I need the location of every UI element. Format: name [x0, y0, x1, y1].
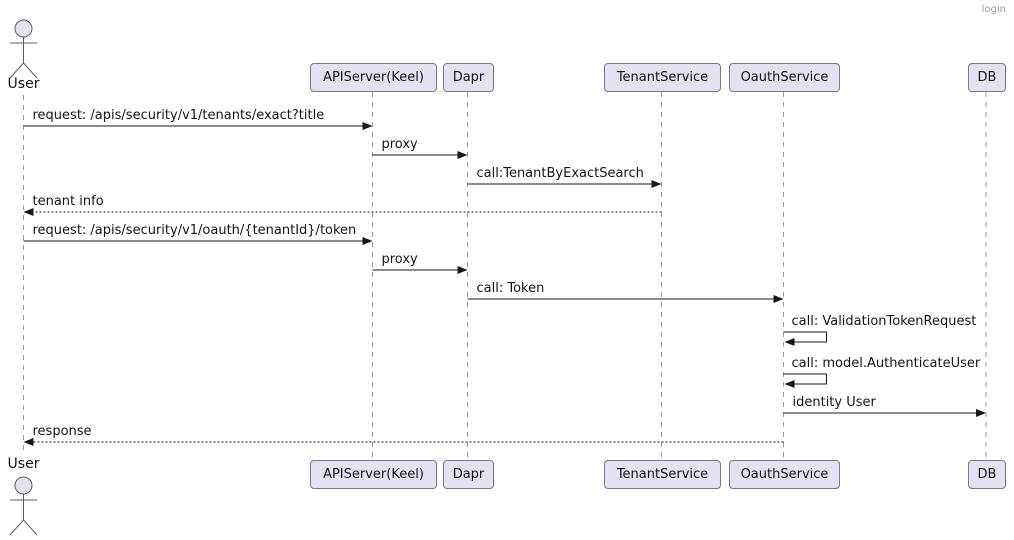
- actor-head-icon: [14, 19, 33, 38]
- message-label: request: /apis/security/v1/oauth/{tenant…: [32, 223, 357, 238]
- arrowhead-icon: [457, 266, 468, 274]
- message-label: proxy: [381, 137, 418, 152]
- arrowhead-icon: [976, 409, 986, 417]
- participant-box-bottom-oauthservice: OauthService: [729, 460, 840, 489]
- diagram-title: login: [981, 4, 1006, 15]
- participant-box-top-dapr: Dapr: [443, 63, 494, 92]
- message-label: call: model.AuthenticateUser: [791, 356, 981, 371]
- participant-box-top-tenantservice: TenantService: [604, 63, 721, 92]
- actor-leg-icon: [9, 519, 24, 536]
- message-label: request: /apis/security/v1/tenants/exact…: [32, 108, 325, 123]
- arrowhead-icon: [651, 180, 662, 188]
- self-message-loop: [783, 331, 827, 343]
- arrowhead-icon: [23, 208, 34, 216]
- participant-box-top-oauthservice: OauthService: [729, 63, 840, 92]
- message-label: call:TenantByExactSearch: [476, 166, 644, 181]
- participant-box-bottom-apiserver: APIServer(Keel): [310, 460, 437, 489]
- actor-head-icon: [14, 476, 33, 495]
- arrowhead-icon: [773, 295, 784, 303]
- arrowhead-icon: [362, 237, 373, 245]
- arrowhead-icon: [457, 151, 468, 159]
- message-label: proxy: [381, 252, 418, 267]
- actor-leg-icon: [23, 519, 38, 536]
- participant-box-bottom-db: DB: [968, 460, 1006, 489]
- participant-box-bottom-dapr: Dapr: [443, 460, 494, 489]
- actor-leg-icon: [9, 62, 24, 79]
- message-label: call: Token: [476, 281, 545, 296]
- actor-label-top-user: User: [7, 76, 40, 92]
- message-label: call: ValidationTokenRequest: [791, 314, 977, 329]
- message-label: identity User: [792, 395, 876, 410]
- participant-box-top-apiserver: APIServer(Keel): [310, 63, 437, 92]
- arrowhead-icon: [784, 380, 795, 388]
- arrowhead-icon: [362, 122, 373, 130]
- participant-box-bottom-tenantservice: TenantService: [604, 460, 721, 489]
- self-message-loop: [783, 373, 827, 385]
- arrowhead-icon: [784, 338, 795, 346]
- arrowhead-icon: [23, 438, 34, 446]
- actor-leg-icon: [23, 62, 38, 79]
- actor-label-bottom-user: User: [7, 456, 40, 472]
- participant-box-top-db: DB: [968, 63, 1006, 92]
- message-label: response: [32, 424, 92, 439]
- message-label: tenant info: [32, 194, 104, 209]
